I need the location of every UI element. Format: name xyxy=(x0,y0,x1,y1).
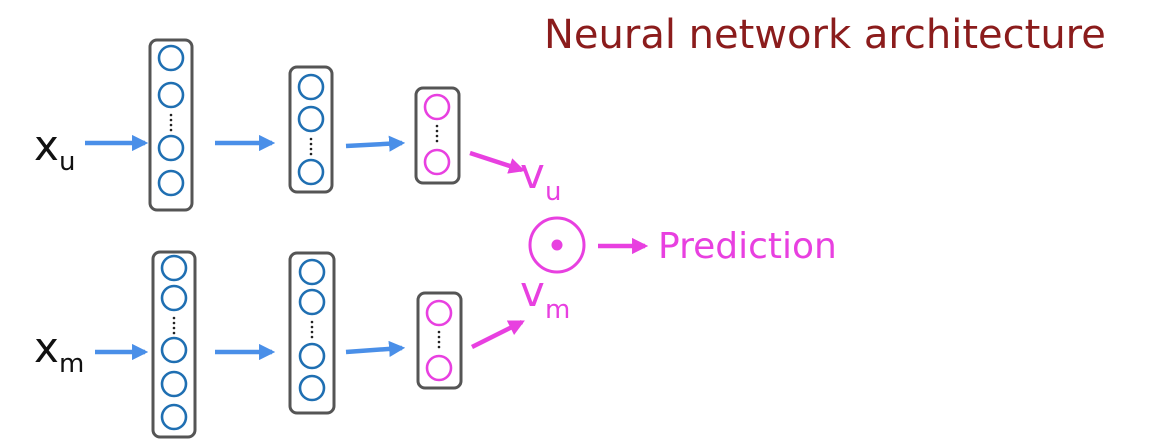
output-v-u-subscript: u xyxy=(545,177,561,207)
prediction-label: Prediction xyxy=(658,226,837,267)
neuron xyxy=(160,403,188,431)
user-layer-2-box xyxy=(288,65,334,194)
ellipsis-icon xyxy=(437,330,441,349)
output-v-m-label: v xyxy=(520,267,545,316)
neuron xyxy=(157,134,185,162)
input-x-u-subscript: u xyxy=(59,147,75,177)
movie-tower: x m xyxy=(34,250,570,439)
ellipsis-icon xyxy=(310,320,314,339)
output-neuron xyxy=(423,93,451,121)
movie-output-layer xyxy=(416,291,463,390)
user-tower: x u xyxy=(34,38,561,212)
input-x-u: x u xyxy=(34,121,75,177)
ellipsis-icon xyxy=(172,316,176,335)
neuron xyxy=(297,158,325,186)
movie-output-layer-box xyxy=(416,291,463,390)
ellipsis-icon xyxy=(169,113,173,132)
ellipsis-icon xyxy=(435,124,439,143)
neuron xyxy=(160,336,188,364)
output-neuron xyxy=(425,299,453,327)
arrow-to-v-m xyxy=(470,319,525,350)
input-x-m-subscript: m xyxy=(59,349,84,379)
input-x-m: x m xyxy=(34,323,84,379)
neuron xyxy=(160,284,188,312)
output-v-m: v m xyxy=(520,267,570,325)
neuron xyxy=(298,288,326,316)
output-v-u-label: v xyxy=(520,149,545,198)
user-layer-2 xyxy=(288,65,334,194)
neuron xyxy=(160,254,188,282)
neuron xyxy=(297,73,325,101)
output-v-m-subscript: m xyxy=(545,295,570,325)
neuron xyxy=(157,44,185,72)
neuron xyxy=(298,258,326,286)
input-x-m-label: x xyxy=(34,323,59,372)
neuron xyxy=(298,342,326,370)
arrow-layer2-to-output xyxy=(345,135,406,152)
user-output-layer xyxy=(414,86,461,185)
input-x-u-label: x xyxy=(34,121,59,170)
neuron xyxy=(157,81,185,109)
neuron xyxy=(297,105,325,133)
movie-layer-2 xyxy=(288,251,336,415)
output-v-u: v u xyxy=(520,149,561,207)
output-neuron xyxy=(423,148,451,176)
neuron xyxy=(298,374,326,402)
movie-layer-1 xyxy=(151,250,197,439)
diagram-title: Neural network architecture xyxy=(544,12,1106,58)
output-neuron xyxy=(425,354,453,382)
arrow-to-v-u xyxy=(469,150,526,174)
arrow-layer2-to-output xyxy=(345,340,406,358)
ellipsis-icon xyxy=(309,137,313,156)
neuron xyxy=(160,370,188,398)
neuron xyxy=(157,169,185,197)
circled-dot-icon xyxy=(528,216,586,274)
user-layer-1 xyxy=(148,38,194,212)
